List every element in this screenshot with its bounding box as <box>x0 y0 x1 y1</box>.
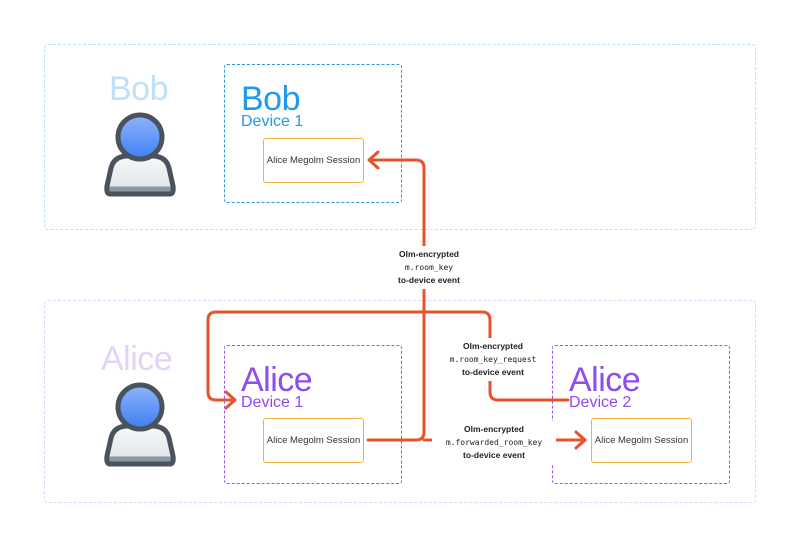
room-key-request-event-label: Olm-encrypted m.room_key_request to-devi… <box>434 338 552 381</box>
alice-device1-subtitle: Device 1 <box>241 394 304 411</box>
room-key-request-arrow <box>206 310 570 402</box>
bob-user-label: Bob <box>109 70 169 108</box>
bob-user-area <box>44 44 756 230</box>
bob-device-1: Bob Device 1 <box>224 64 402 203</box>
room-key-arrow <box>366 158 426 442</box>
alice-device1-title: Alice <box>241 361 313 399</box>
bob-megolm-session: Alice Megolm Session <box>263 138 364 183</box>
alice-device1-megolm-session: Alice Megolm Session <box>263 418 364 463</box>
room-key-request-arrowhead <box>224 390 237 410</box>
alice-user-area <box>44 300 756 503</box>
alice-device-2: Alice Device 2 <box>552 345 730 484</box>
forwarded-room-key-arrowhead <box>574 430 587 450</box>
alice-avatar-icon <box>104 382 176 467</box>
room-key-event-label: Olm-encrypted m.room_key to-device event <box>380 246 478 289</box>
room-key-arrowhead <box>367 150 380 170</box>
alice-device2-subtitle: Device 2 <box>569 394 632 411</box>
alice-device2-megolm-session: Alice Megolm Session <box>591 418 692 463</box>
bob-device-title: Bob <box>241 80 301 118</box>
bob-device-subtitle: Device 1 <box>241 113 304 130</box>
forwarded-room-key-event-label: Olm-encrypted m.forwarded_room_key to-de… <box>432 421 556 464</box>
bob-avatar-icon <box>104 112 176 197</box>
alice-device2-title: Alice <box>569 361 641 399</box>
alice-user-label: Alice <box>101 340 173 378</box>
alice-device-1: Alice Device 1 <box>224 345 402 484</box>
